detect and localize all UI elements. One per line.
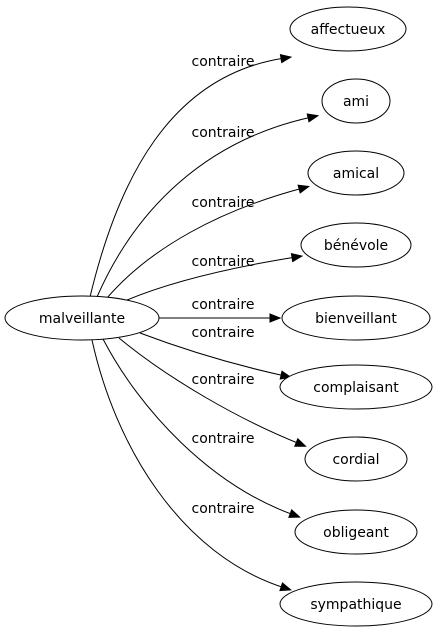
target-node-ellipse: [321, 78, 391, 124]
edge-relation-label: contraire: [192, 54, 255, 70]
target-node-ellipse: [300, 222, 412, 268]
edge-relation-label: contraire: [192, 254, 255, 270]
nodes-layer: malveillante affectueux ami amical bénévole…: [4, 6, 433, 627]
target-node: bénévole: [300, 222, 412, 268]
edge-line: [139, 332, 286, 377]
target-node: ami: [321, 78, 391, 124]
target-node: affectueux: [289, 6, 407, 52]
edge-line: [126, 256, 297, 301]
target-node-label: complaisant: [313, 380, 399, 396]
edge-arrowhead: [279, 582, 292, 592]
edge-relation-label: contraire: [192, 372, 255, 388]
target-node-label: amical: [333, 166, 379, 182]
target-node-ellipse: [294, 509, 418, 555]
target-node-ellipse: [307, 150, 405, 196]
target-node-label: sympathique: [310, 597, 401, 613]
target-node-ellipse: [279, 581, 433, 627]
edge-relation-label: contraire: [192, 125, 255, 141]
target-node-ellipse: [304, 436, 408, 482]
target-node-label: obligeant: [323, 525, 389, 541]
target-node-label: bénévole: [324, 238, 388, 254]
edge-line: [91, 339, 286, 589]
source-node: malveillante: [4, 295, 160, 341]
target-node: cordial: [304, 436, 408, 482]
target-node-ellipse: [289, 6, 407, 52]
edge-relation-label: contraire: [192, 297, 255, 313]
edge-relation-label: contraire: [192, 501, 255, 517]
edge-arrowhead: [306, 113, 320, 123]
target-node: amical: [307, 150, 405, 196]
target-node-label: bienveillant: [315, 311, 397, 327]
target-node: complaisant: [279, 364, 433, 410]
edge-line: [96, 116, 313, 298]
source-node-ellipse: [4, 295, 160, 341]
target-node-label: cordial: [332, 452, 379, 468]
target-node-label: affectueux: [311, 22, 386, 38]
target-node: sympathique: [279, 581, 433, 627]
edge-relation-label: contraire: [192, 195, 255, 211]
edge-arrowhead: [294, 437, 307, 447]
edge-relation-label: contraire: [192, 431, 255, 447]
edge-line: [118, 337, 301, 445]
edges-layer: contraire contraire contraire contraire cont…: [89, 54, 320, 592]
target-node: bienveillant: [281, 295, 431, 341]
edge-arrowhead: [297, 184, 311, 194]
source-node-label: malveillante: [39, 311, 125, 327]
edge-relation-label: contraire: [192, 325, 255, 341]
edge-line: [102, 338, 295, 516]
target-node-label: ami: [343, 94, 369, 110]
edge-arrowhead: [269, 313, 282, 323]
target-node: obligeant: [294, 509, 418, 555]
edge-arrowhead: [288, 508, 301, 518]
edge-arrowhead: [279, 54, 293, 64]
edge-line: [106, 187, 304, 299]
edge-line: [89, 57, 286, 298]
target-node-ellipse: [279, 364, 433, 410]
edge-arrowhead: [290, 253, 304, 263]
target-node-ellipse: [281, 295, 431, 341]
